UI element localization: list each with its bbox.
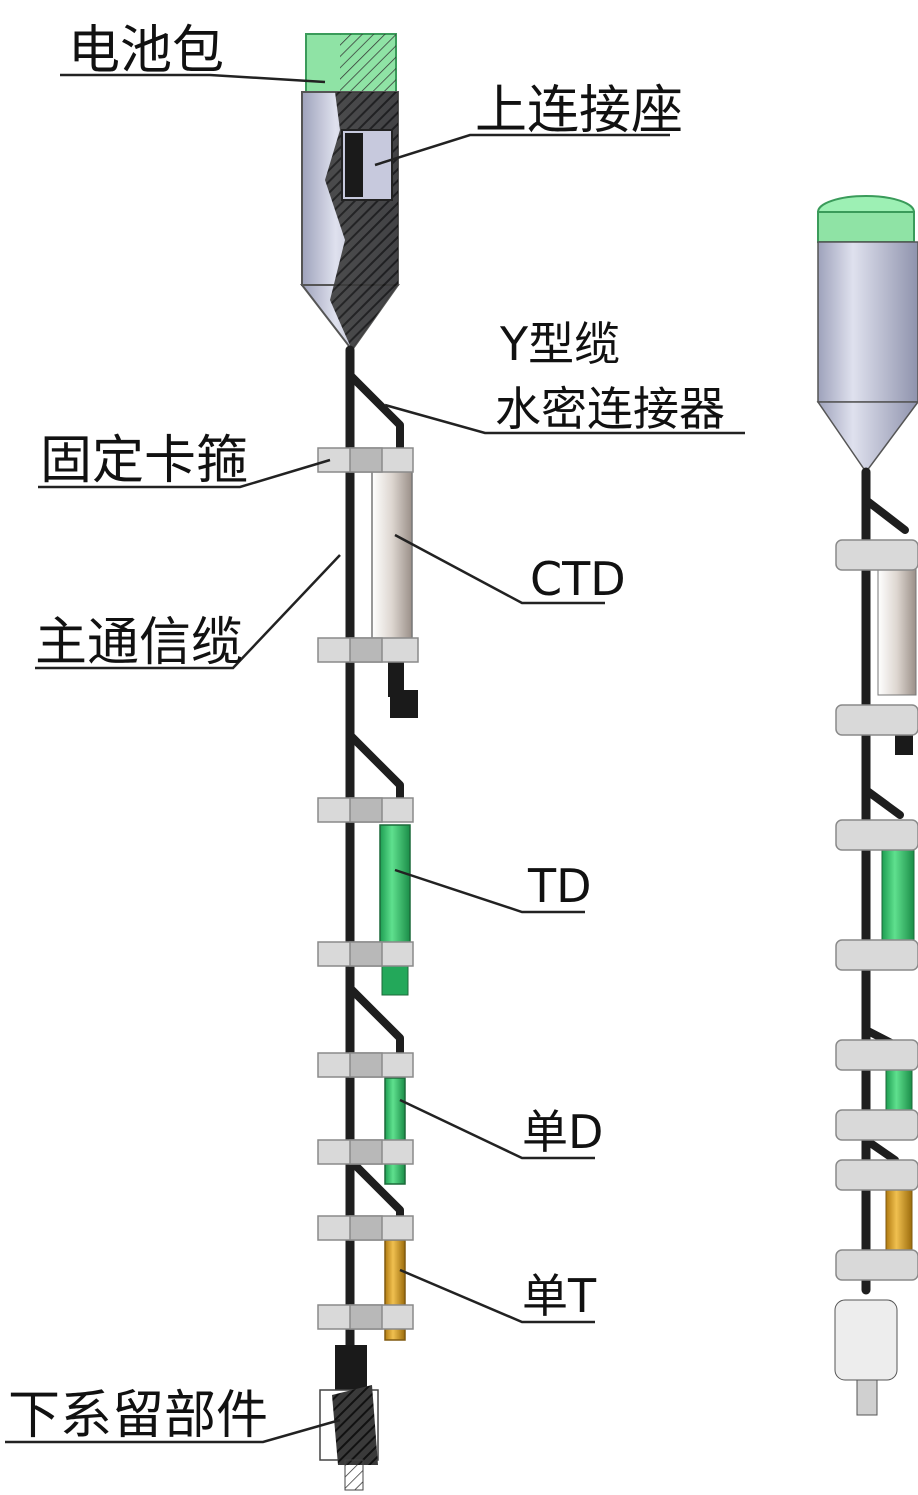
y-cable-ctd <box>346 371 404 454</box>
leader-lines <box>5 73 745 1444</box>
y-cable-d <box>346 984 404 1059</box>
label-lower-mooring: 下系留部件 <box>8 1386 268 1446</box>
label-single-t: 单T <box>522 1269 597 1323</box>
ctd-body <box>371 469 413 641</box>
label-td: TD <box>527 859 592 913</box>
y-cable-td <box>346 731 404 804</box>
right-assembly <box>816 195 918 1416</box>
label-y-cable-line2: 水密连接器 <box>495 382 725 436</box>
left-assembly <box>299 33 419 1491</box>
single-d-body <box>384 1077 406 1185</box>
upper-housing-3d <box>817 241 918 403</box>
label-y-cable-line1: Y型缆 <box>499 317 620 371</box>
clamps <box>317 447 419 1330</box>
label-main-cable: 主通信缆 <box>35 613 243 673</box>
clamps-3d <box>835 539 918 1281</box>
lower-mooring-part <box>319 1345 379 1491</box>
td-body <box>379 824 411 961</box>
label-ctd: CTD <box>530 552 626 606</box>
battery-pack-3d <box>817 211 915 243</box>
label-battery: 电池包 <box>68 21 224 81</box>
lower-mooring-3d <box>834 1299 898 1381</box>
label-upper-socket: 上连接座 <box>475 81 683 141</box>
labels: 电池包 上连接座 Y型缆 水密连接器 固定卡箍 CTD 主通信缆 TD 单D 单… <box>8 21 725 1446</box>
label-single-d: 单D <box>522 1105 603 1159</box>
label-clamp: 固定卡箍 <box>40 431 248 491</box>
